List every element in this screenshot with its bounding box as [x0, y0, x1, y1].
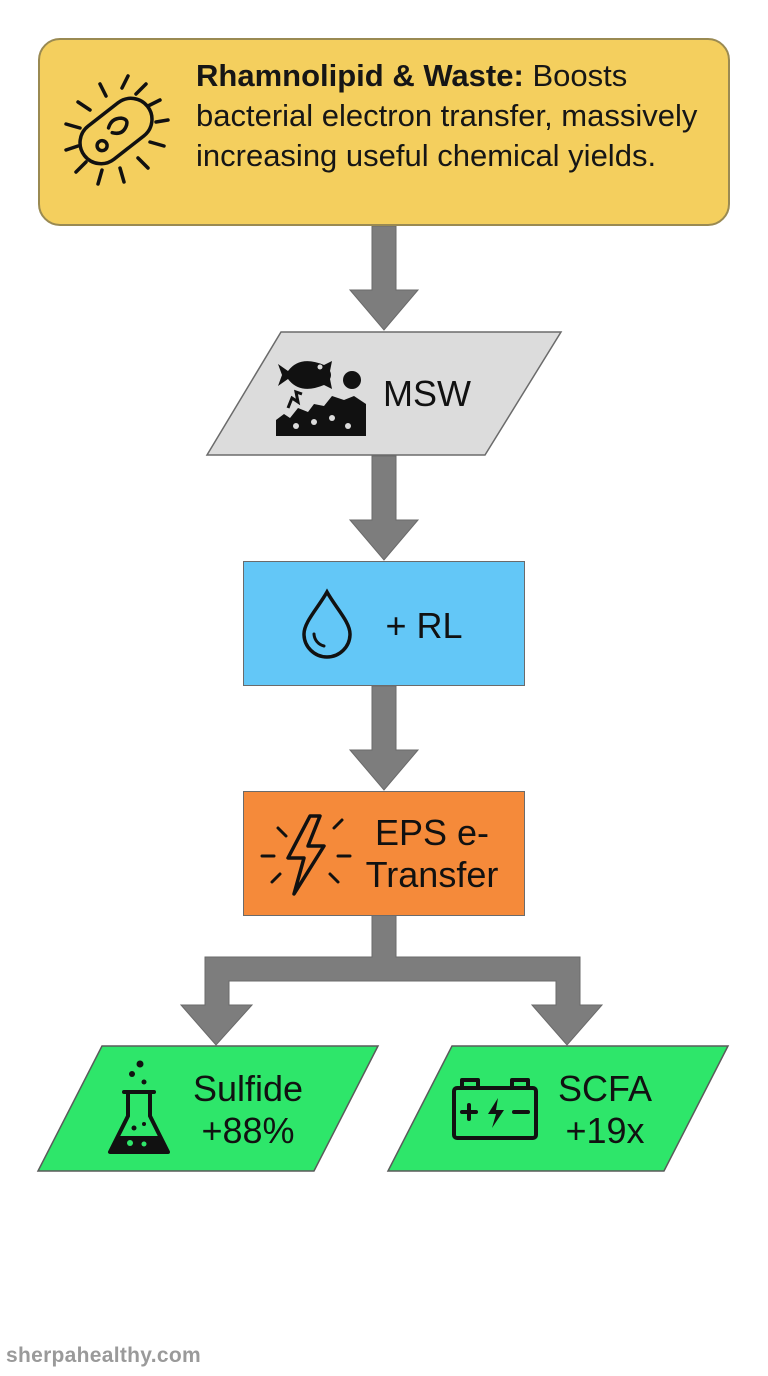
- eps-label-line2: Transfer: [365, 854, 499, 895]
- arrow-rl-to-eps: [348, 685, 420, 791]
- lightning-icon: [260, 814, 352, 896]
- eps-label: EPS e- Transfer: [352, 812, 512, 896]
- arrow-header-to-msw: [348, 225, 420, 331]
- eps-label-line1: EPS e-: [374, 812, 490, 853]
- flask-icon: [108, 1060, 170, 1154]
- fish-waste-icon: [276, 361, 366, 436]
- arrow-msw-to-rl: [348, 455, 420, 561]
- sulfide-label-line1: Sulfide: [192, 1068, 304, 1109]
- header-box: [38, 38, 730, 226]
- arrow-eps-split: [179, 914, 604, 1046]
- header-title: Rhamnolipid & Waste:: [196, 58, 524, 93]
- scfa-label: SCFA +19x: [542, 1068, 668, 1152]
- rl-label: + RL: [385, 605, 463, 646]
- droplet-icon: [302, 588, 352, 659]
- rl-node: [243, 561, 525, 686]
- header-text: Rhamnolipid & Waste: Boosts bacterial el…: [196, 56, 706, 176]
- battery-icon: [452, 1078, 538, 1140]
- sulfide-label-line2: +88%: [201, 1110, 295, 1151]
- scfa-label-line1: SCFA: [557, 1068, 653, 1109]
- scfa-label-line2: +19x: [565, 1110, 645, 1151]
- header-description: Boosts bacterial electron transfer, mass…: [196, 58, 698, 173]
- msw-label: MSW: [383, 373, 471, 414]
- bacterium-icon: [64, 74, 170, 186]
- footer-watermark: sherpahealthy.com: [6, 1344, 201, 1367]
- sulfide-label: Sulfide +88%: [178, 1068, 318, 1152]
